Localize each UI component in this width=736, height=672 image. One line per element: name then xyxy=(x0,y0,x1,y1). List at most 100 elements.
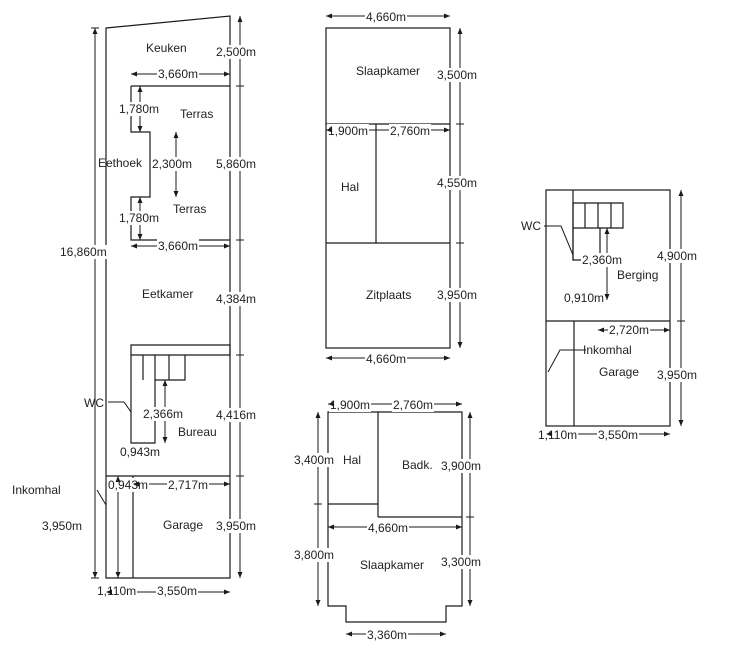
bm-dim-hal-w: 1,900m xyxy=(330,398,370,412)
arrowhead xyxy=(115,476,121,482)
label-background xyxy=(118,102,161,116)
r-room-inkomhal: Inkomhal xyxy=(583,343,632,357)
label-background xyxy=(440,459,483,473)
arrowhead xyxy=(92,572,98,578)
dim-bottom-small: 1,110m xyxy=(97,584,136,598)
label-background xyxy=(96,584,138,598)
arrowhead xyxy=(315,600,321,606)
plan-right xyxy=(544,189,685,435)
arrowhead xyxy=(664,431,670,437)
arrowhead xyxy=(346,631,352,637)
arrowhead xyxy=(224,71,230,77)
arrowhead xyxy=(106,589,112,595)
left-outer-wall xyxy=(105,15,231,579)
arrowhead xyxy=(131,71,137,77)
room-wc-left: WC xyxy=(84,396,104,410)
dimension-arrows xyxy=(92,13,684,637)
dim-terras-w-bottom: 3,660m xyxy=(158,239,198,253)
dim-total-height: 16,860m xyxy=(60,245,107,259)
arrowhead xyxy=(678,190,684,196)
arrowhead xyxy=(457,28,463,34)
arrowhead xyxy=(456,401,462,407)
r-dim-bottom-small: 1,110m xyxy=(538,428,577,442)
tm-room-zitplaats: Zitplaats xyxy=(366,288,411,302)
dim-keuken-h: 2,500m xyxy=(216,45,256,59)
label-background xyxy=(656,368,699,382)
arrowhead xyxy=(315,412,321,418)
arrowhead xyxy=(137,126,143,132)
arrowhead xyxy=(664,327,670,333)
r-room-berging: Berging xyxy=(617,268,658,282)
arrowhead xyxy=(224,481,230,487)
arrowhead xyxy=(467,600,473,606)
dim-wc-small: 0,943m xyxy=(120,445,160,459)
arrowhead xyxy=(162,437,168,443)
label-background xyxy=(366,628,409,642)
label-background xyxy=(436,68,479,82)
label-background xyxy=(365,352,408,366)
left-terras-outline xyxy=(130,86,230,241)
dim-inkomhal-h: 3,950m xyxy=(42,519,82,533)
arrowhead xyxy=(326,127,332,133)
arrowhead xyxy=(92,28,98,34)
r-dim-bottom-w: 3,550m xyxy=(598,428,638,442)
tm-dim-slaapkamer-h: 3,500m xyxy=(437,68,477,82)
label-background xyxy=(156,584,199,598)
arrowhead xyxy=(131,243,137,249)
label-background xyxy=(215,292,258,306)
room-inkomhal-left: Inkomhal xyxy=(12,483,61,497)
label-background xyxy=(215,157,258,171)
label-background xyxy=(329,398,372,412)
arrowhead xyxy=(162,380,168,386)
bm-dim-bottom-w: 3,360m xyxy=(367,628,407,642)
r-dim-small: 0,910m xyxy=(564,291,604,305)
wc-leader-right xyxy=(544,225,574,256)
tm-room-slaapkamer: Slaapkamer xyxy=(356,64,420,78)
label-background xyxy=(157,67,200,81)
bm-dim-mid-w: 4,660m xyxy=(368,521,408,535)
arrowhead xyxy=(604,228,610,234)
arrowhead xyxy=(237,16,243,22)
arrowhead xyxy=(224,589,230,595)
label-background xyxy=(215,45,258,59)
arrowhead xyxy=(133,481,139,487)
dim-terras-mid: 2,300m xyxy=(152,157,192,171)
label-background xyxy=(157,239,200,253)
dim-terras-step-bottom: 1,780m xyxy=(119,211,159,225)
bm-dim-right-h: 3,300m xyxy=(441,555,481,569)
r-room-garage: Garage xyxy=(599,365,639,379)
room-bureau: Bureau xyxy=(178,425,217,439)
r-dim-mid-w: 2,720m xyxy=(609,323,649,337)
dim-eethoek-h: 5,860m xyxy=(216,157,256,171)
arrowhead xyxy=(137,234,143,240)
bm-room-badk: Badk. xyxy=(402,458,433,472)
bm-dim-badk-h: 3,900m xyxy=(441,459,481,473)
labels: Keuken Terras Eethoek Terras Eetkamer WC… xyxy=(12,10,699,642)
label-background xyxy=(151,157,194,171)
room-terras-top: Terras xyxy=(180,107,213,121)
arrowhead xyxy=(457,342,463,348)
r-dim-garage-h: 3,950m xyxy=(657,368,697,382)
arrowhead xyxy=(678,420,684,426)
right-outer xyxy=(545,189,671,427)
arrowhead xyxy=(237,572,243,578)
tm-dim-right-w: 2,760m xyxy=(390,124,430,138)
arrowhead xyxy=(115,572,121,578)
dim-wc-w: 2,366m xyxy=(143,407,183,421)
label-background xyxy=(608,323,651,337)
label-background xyxy=(215,408,258,422)
label-background xyxy=(215,519,258,533)
dim-terras-w-top: 3,660m xyxy=(158,67,198,81)
arrowhead xyxy=(173,191,179,197)
label-background xyxy=(167,478,210,492)
room-keuken: Keuken xyxy=(146,41,187,55)
bottom-mid-outer xyxy=(327,411,463,623)
tm-room-hal: Hal xyxy=(341,180,359,194)
dim-terras-step-top: 1,780m xyxy=(119,102,159,116)
arrowhead xyxy=(328,524,334,530)
arrowhead xyxy=(467,412,473,418)
r-dim-wc-h: 2,360m xyxy=(582,253,622,267)
arrowhead xyxy=(444,355,450,361)
label-background xyxy=(365,10,408,24)
